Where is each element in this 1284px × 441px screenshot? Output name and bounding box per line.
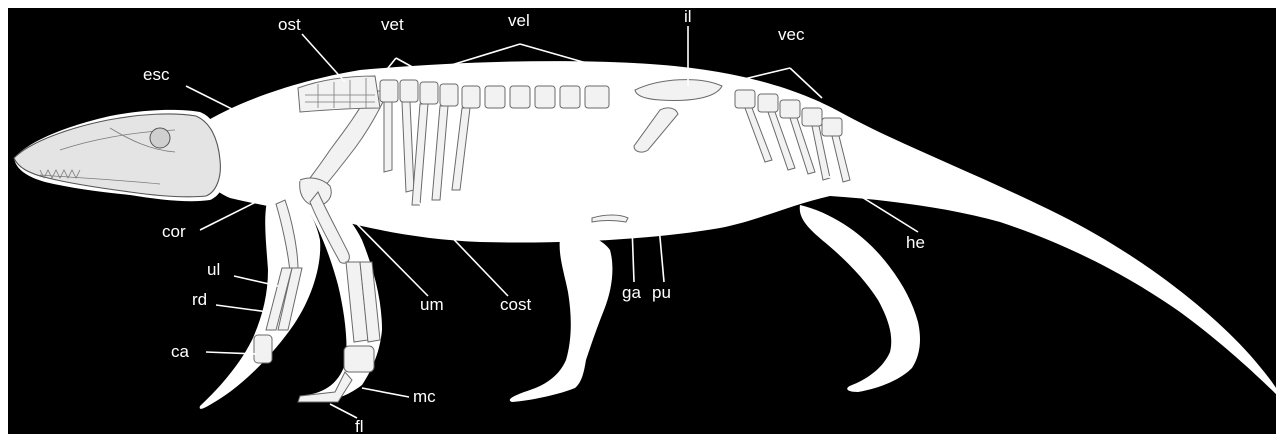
label-cor: cor (162, 222, 186, 241)
label-ost: ost (278, 15, 301, 34)
label-vec: vec (778, 25, 805, 44)
label-ga: ga (622, 283, 641, 302)
label-um: um (420, 295, 444, 314)
label-mc: mc (413, 387, 436, 406)
label-ul: ul (207, 260, 220, 279)
label-il: il (684, 7, 692, 26)
label-he: he (906, 233, 925, 252)
label-ca: ca (171, 342, 190, 361)
label-esc: esc (143, 65, 170, 84)
label-cost: cost (500, 295, 531, 314)
label-fl: fl (355, 417, 364, 436)
label-vet: vet (381, 15, 404, 34)
label-rd: rd (192, 290, 207, 309)
label-pu: pu (652, 283, 671, 302)
label-vel: vel (508, 11, 530, 30)
